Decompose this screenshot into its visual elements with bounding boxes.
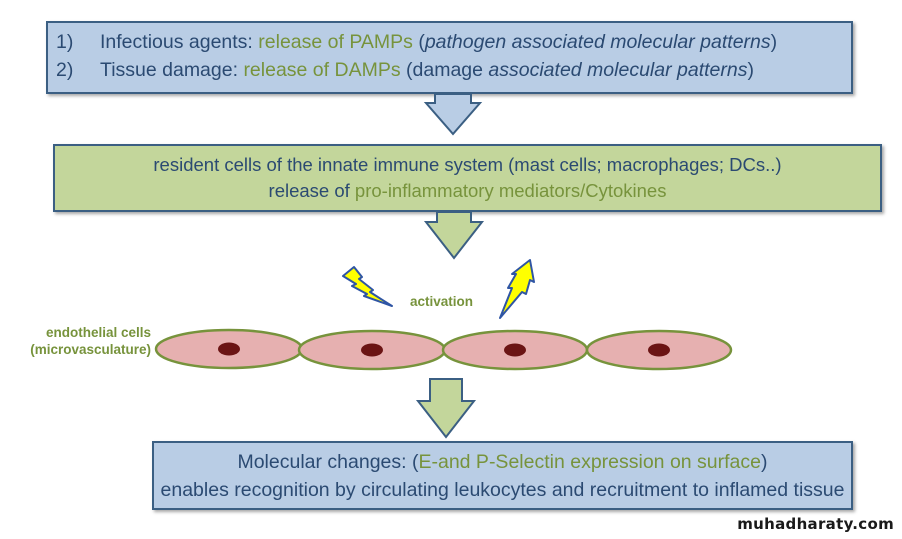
item-italic: associated molecular patterns <box>488 59 748 81</box>
molecular-changes-line: Molecular changes: (E-and P-Selectin exp… <box>154 448 851 476</box>
molecular-changes-box: Molecular changes: (E-and P-Selectin exp… <box>152 441 853 510</box>
endothelial-label-line2: (microvasculature) <box>30 342 151 357</box>
triggers-box: 1) Infectious agents: release of PAMPs (p… <box>46 21 853 94</box>
lightning-bolt-icon <box>342 266 393 307</box>
nucleus <box>218 342 240 356</box>
endothelial-cell <box>441 329 589 371</box>
mediators-lead: release of <box>268 180 355 201</box>
trigger-item-infectious: 1) Infectious agents: release of PAMPs (p… <box>56 28 851 56</box>
nucleus <box>648 343 670 357</box>
endothelial-cell <box>154 328 304 370</box>
molecular-changes-lead: Molecular changes: ( <box>237 451 419 473</box>
endothelial-cells-label: endothelial cells (microvasculature) <box>8 324 151 358</box>
item-paren-open: ( <box>412 31 425 53</box>
down-arrow-icon <box>423 93 483 136</box>
item-italic: pathogen associated molecular patterns <box>424 31 771 53</box>
item-paren-close: ) <box>747 59 754 81</box>
item-paren-open: (damage <box>400 59 489 81</box>
nucleus <box>361 343 383 357</box>
resident-cells-line: resident cells of the innate immune syst… <box>153 154 782 175</box>
item-lead: Tissue damage: <box>100 59 244 81</box>
item-lead: Infectious agents: <box>100 31 259 53</box>
item-highlight: release of PAMPs <box>258 31 413 53</box>
endothelial-cell <box>297 329 447 371</box>
item-number: 2) <box>56 59 74 81</box>
paren-close: ) <box>761 451 768 473</box>
selectin-highlight: E-and P-Selectin expression on surface <box>418 451 762 473</box>
mediators-highlight: pro-inflammatory mediators/Cytokines <box>354 180 667 201</box>
recruitment-line: enables recognition by circulating leuko… <box>160 479 845 501</box>
lightning-bolt-icon <box>499 259 535 319</box>
item-highlight: release of DAMPs <box>243 59 401 81</box>
endothelial-cell <box>585 329 733 371</box>
mediators-line: release of pro-inflammatory mediators/Cy… <box>55 178 880 204</box>
activation-label: activation <box>410 294 474 309</box>
item-paren-close: ) <box>770 31 778 53</box>
down-arrow-icon <box>423 211 485 260</box>
watermark: muhadharaty.com <box>737 515 894 533</box>
item-number: 1) <box>56 31 74 53</box>
resident-cells-box: resident cells of the innate immune syst… <box>53 144 882 212</box>
down-arrow-icon <box>415 378 477 439</box>
endothelial-label-line1: endothelial cells <box>45 325 151 340</box>
nucleus <box>504 343 526 357</box>
trigger-item-tissue-damage: 2) Tissue damage: release of DAMPs (damag… <box>56 56 851 84</box>
